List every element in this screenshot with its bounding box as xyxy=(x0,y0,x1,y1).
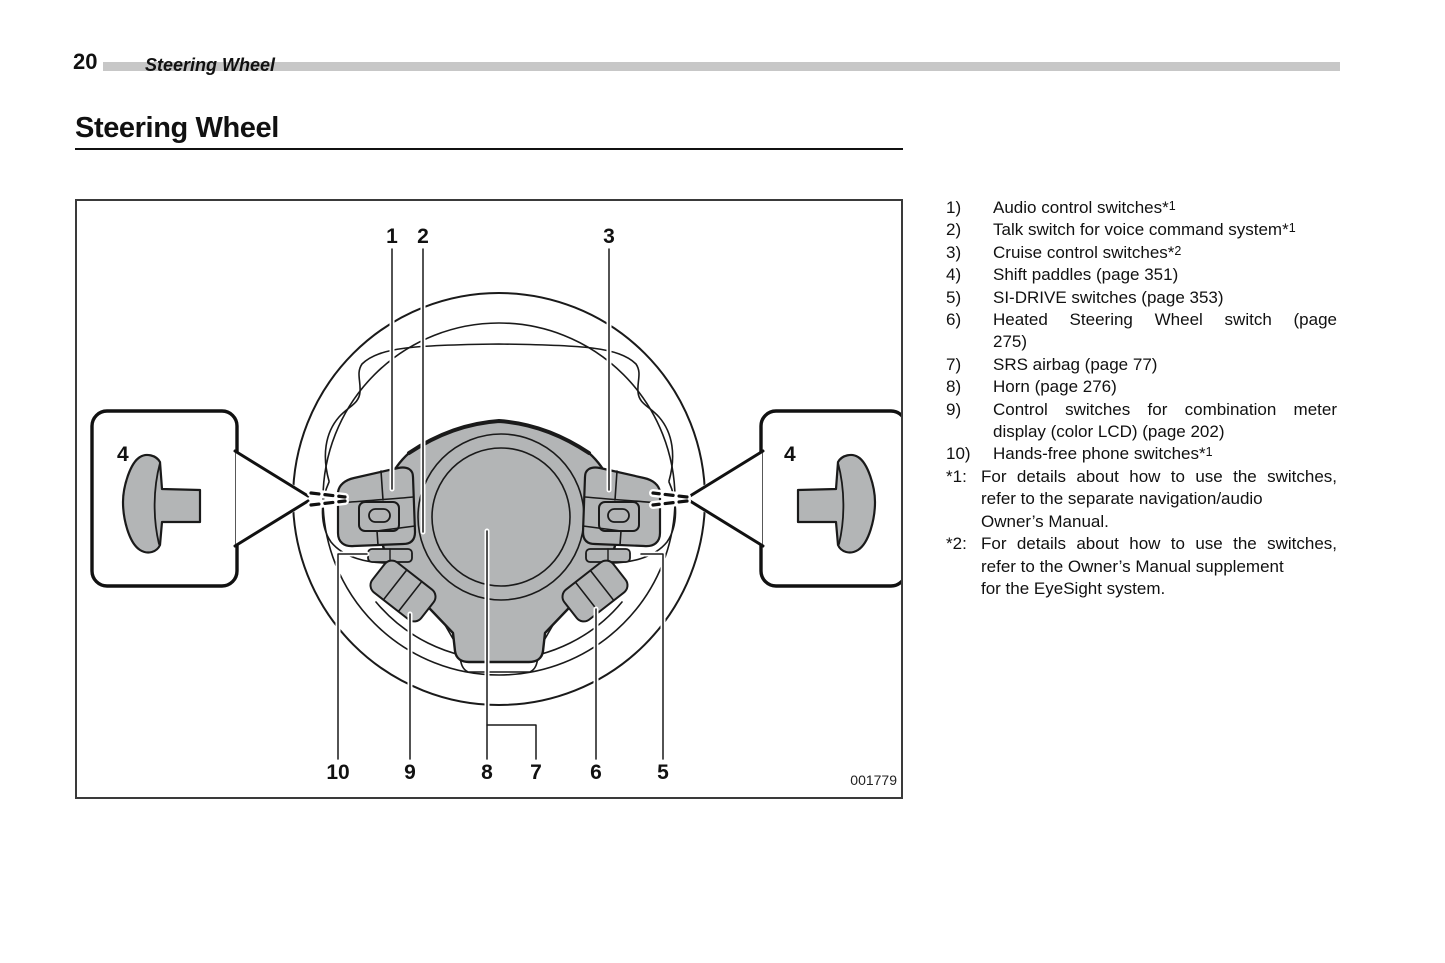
list-item: 4) Shift paddles (page 351) xyxy=(946,264,1337,286)
hub-top-edge xyxy=(407,419,591,455)
callout-3: 3 xyxy=(603,225,615,248)
callout-6: 6 xyxy=(590,761,602,784)
list-item: 5) SI-DRIVE switches (page 353) xyxy=(946,287,1337,309)
header-section-title: Steering Wheel xyxy=(145,55,276,75)
airbag-cover-inner xyxy=(431,447,571,587)
list-item-number: 2) xyxy=(946,220,962,240)
wheel-upper-opening xyxy=(324,343,674,482)
list-item: 7) SRS airbag (page 77) xyxy=(946,354,1337,376)
list-item-number: 4) xyxy=(946,265,962,285)
shift-paddle-right xyxy=(796,453,877,554)
meter-display-switch xyxy=(369,559,437,623)
title-rule xyxy=(75,148,903,150)
right-paddle-callout xyxy=(649,409,901,588)
list-item-number: 6) xyxy=(946,310,962,330)
callout-5: 5 xyxy=(657,761,669,784)
list-item: 8) Horn (page 276) xyxy=(946,376,1337,398)
list-item: 6) Heated Steering Wheel switch (page 27… xyxy=(946,309,1337,354)
list-item-number: 8) xyxy=(946,377,962,397)
list-item: 10) Hands-free phone switches*1 xyxy=(946,443,1337,465)
footnote-marker: *2: xyxy=(946,534,967,554)
leader-lines xyxy=(335,246,666,762)
figure-code: 001779 xyxy=(850,772,897,788)
list-item-number: 3) xyxy=(946,242,962,262)
audio-switch-panel xyxy=(336,466,417,548)
list-item: 2) Talk switch for voice command system*… xyxy=(946,219,1337,241)
callout-1: 1 xyxy=(386,225,398,248)
list-item-number: 5) xyxy=(946,287,962,307)
callout-4-left: 4 xyxy=(117,443,129,466)
list-item: 3) Cruise control switches*2 xyxy=(946,242,1337,264)
steering-wheel-diagram: 1 2 3 4 4 10 9 8 7 6 5 001779 xyxy=(90,225,901,788)
list-item-number: 1) xyxy=(946,198,962,217)
footnote: *2: For details about how to use the swi… xyxy=(946,533,1337,600)
header-bar xyxy=(103,62,1340,71)
list-item-number: 7) xyxy=(946,354,962,374)
shift-paddle-left xyxy=(121,453,202,554)
callout-4-right: 4 xyxy=(784,443,796,466)
page-number: 20 xyxy=(73,49,98,74)
list-item-number: 10) xyxy=(946,444,971,464)
footnote-marker: *1: xyxy=(946,466,967,486)
callout-2: 2 xyxy=(417,225,429,248)
callout-8: 8 xyxy=(481,761,493,784)
callout-10: 10 xyxy=(326,761,349,784)
list-item: 1) Audio control switches*1 xyxy=(946,197,1337,219)
page-title: Steering Wheel xyxy=(75,112,279,144)
left-paddle-callout xyxy=(90,409,349,588)
cruise-switch-panel xyxy=(581,466,662,548)
list-item-number: 9) xyxy=(946,399,962,419)
callout-9: 9 xyxy=(404,761,416,784)
legend: 1) Audio control switches*1 2) Talk swit… xyxy=(946,197,1337,600)
list-item: 9) Control switches for combination mete… xyxy=(946,399,1337,444)
steering-wheel-figure: 1 2 3 4 4 10 9 8 7 6 5 001779 xyxy=(75,199,903,799)
callout-7: 7 xyxy=(530,761,542,784)
footnote: *1: For details about how to use the swi… xyxy=(946,466,1337,533)
